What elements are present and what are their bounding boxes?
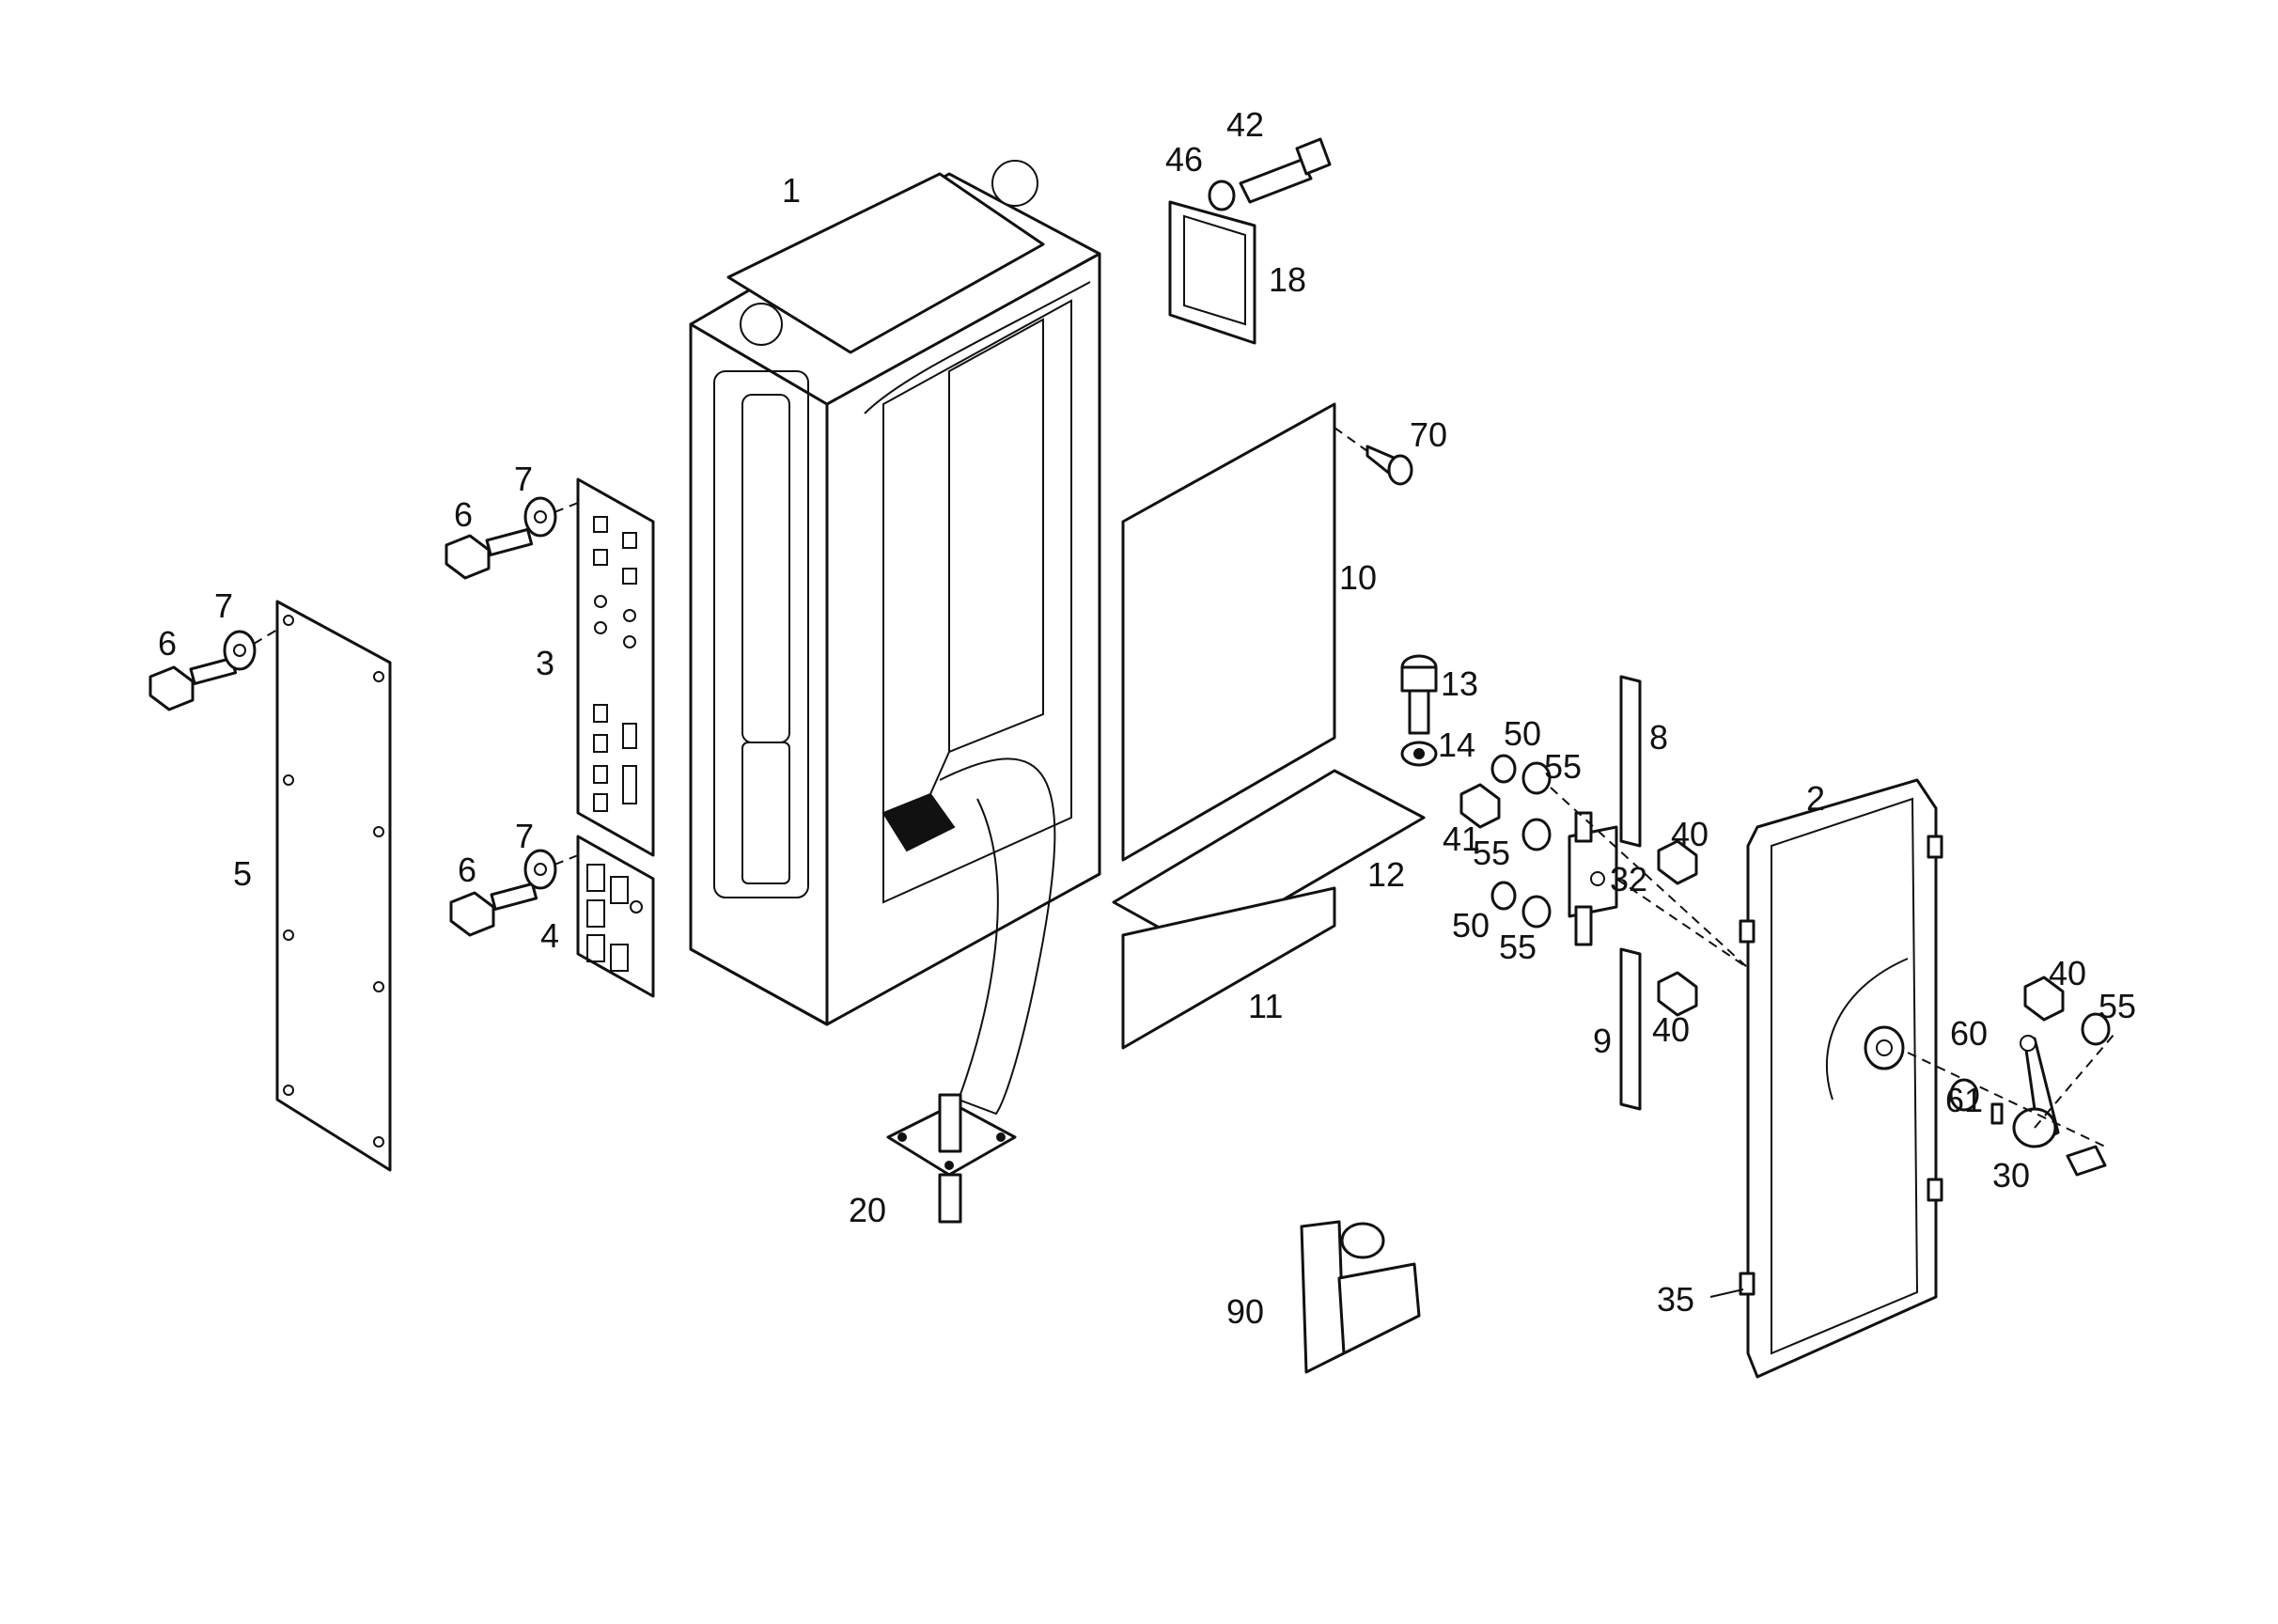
gland-plate — [886, 1093, 1017, 1224]
callout-46: 46 — [1165, 140, 1203, 179]
callout-11: 11 — [1248, 987, 1283, 1025]
door — [1709, 778, 1943, 1379]
callout-8: 8 — [1649, 718, 1668, 757]
callout-2: 2 — [1806, 779, 1825, 818]
floor-vent-grille — [882, 751, 956, 852]
door-handle — [1907, 976, 2115, 1177]
callout-41: 41 — [1443, 820, 1480, 858]
control-plate-lower — [576, 835, 655, 998]
rear-panel — [1121, 402, 1413, 862]
bolt-13 — [1400, 654, 1438, 767]
callout-55: 55 — [1499, 928, 1537, 966]
callout-70: 70 — [1410, 415, 1447, 454]
callout-6: 6 — [158, 624, 177, 663]
callout-12: 12 — [1367, 855, 1405, 894]
callout-32: 32 — [1610, 860, 1647, 898]
callout-7: 7 — [514, 460, 533, 498]
callout-61: 61 — [1945, 1081, 1983, 1119]
callout-5: 5 — [233, 854, 252, 893]
cable-loop — [939, 757, 1056, 1116]
callout-35: 35 — [1657, 1280, 1694, 1319]
callout-42: 42 — [1226, 105, 1264, 144]
callout-6: 6 — [454, 495, 473, 534]
callout-4: 4 — [540, 916, 559, 955]
lower-panel — [1121, 886, 1336, 1050]
callout-1: 1 — [782, 171, 801, 210]
callout-18: 18 — [1269, 260, 1306, 299]
callout-50: 50 — [1452, 906, 1490, 945]
callout-55: 55 — [1544, 747, 1582, 786]
callout-60: 60 — [1950, 1014, 1988, 1053]
callout-6: 6 — [458, 851, 476, 889]
callout-10: 10 — [1339, 558, 1377, 597]
callout-55: 55 — [2099, 987, 2136, 1025]
callout-30: 30 — [1992, 1156, 2030, 1195]
callout-7: 7 — [515, 817, 534, 855]
bolt-assembly-lower — [449, 849, 579, 937]
bolt-assembly-middle — [148, 629, 278, 711]
callout-7: 7 — [214, 586, 233, 625]
lock-mechanism — [1459, 675, 1749, 1111]
callout-9: 9 — [1593, 1022, 1612, 1060]
corner-profile — [1300, 1220, 1421, 1374]
callout-3: 3 — [536, 644, 554, 682]
cabinet-frame — [689, 160, 1101, 1026]
callout-14: 14 — [1438, 726, 1475, 764]
callout-labels: 1 2 3 4 5 6 6 6 7 7 7 8 9 10 11 12 13 14… — [158, 105, 2136, 1331]
screw-70 — [1365, 445, 1413, 486]
callout-55: 55 — [1473, 834, 1510, 872]
side-panel — [275, 600, 392, 1172]
cable-entry-box — [1168, 137, 1332, 345]
callout-40: 40 — [2049, 954, 2086, 992]
callout-13: 13 — [1441, 664, 1478, 703]
callout-40: 40 — [1652, 1010, 1690, 1049]
bolt-assembly-upper — [445, 496, 579, 580]
callout-50: 50 — [1504, 714, 1541, 753]
control-plate-upper — [576, 477, 655, 857]
callout-20: 20 — [849, 1191, 886, 1229]
callout-40: 40 — [1671, 815, 1708, 853]
callout-90: 90 — [1226, 1292, 1264, 1331]
